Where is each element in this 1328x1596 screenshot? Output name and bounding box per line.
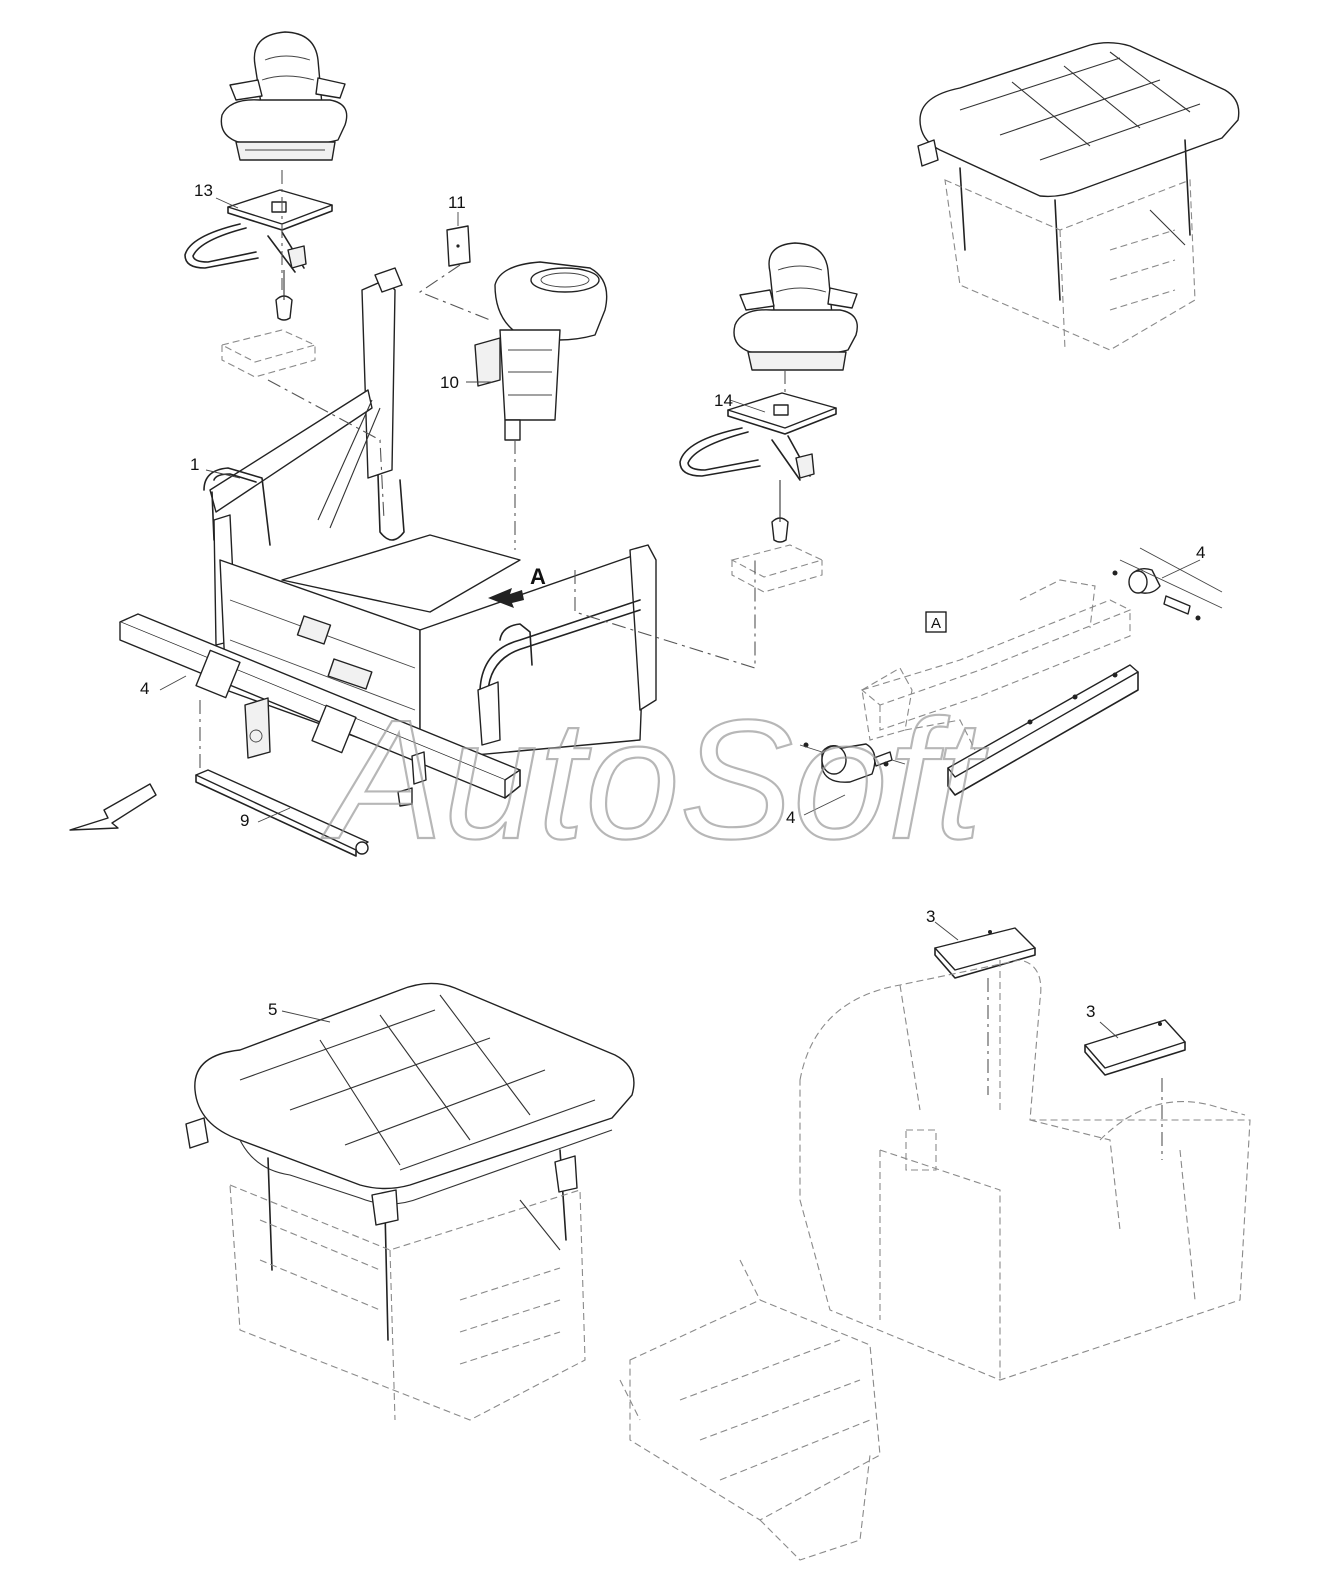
canopy-5 [185,982,635,1421]
callout-3-upper: 3 [926,907,935,926]
callout-11: 11 [448,193,466,212]
canopy-assembly-top [917,42,1240,351]
view-a-box [925,611,947,633]
callout-14: 14 [714,391,733,410]
callout-leaders [159,197,1201,1039]
plate-11 [446,225,471,267]
callout-4-detail-bushing: 4 [786,808,795,827]
seat-14 [679,242,858,593]
leader-lines [267,170,786,669]
callout-9: 9 [240,811,249,830]
callout-5: 5 [268,1000,277,1019]
direction-arrow [69,783,157,831]
callout-10: 10 [440,373,459,392]
view-a-label: A [530,564,546,589]
frame-covers-3 [619,927,1251,1561]
console-10 [474,261,608,441]
view-a-box-label: A [931,615,941,632]
callout-13: 13 [194,181,213,200]
crossbeam-4 [119,613,521,799]
watermark: AutoSoft [321,685,989,875]
callout-1: 1 [190,455,199,474]
detail-a [799,547,1223,796]
callout-4-beam: 4 [140,679,149,698]
callout-3-lower: 3 [1086,1002,1095,1021]
callout-4-detail-top: 4 [1196,543,1205,562]
cylinder-9 [195,700,427,857]
seat-13 [184,31,348,378]
